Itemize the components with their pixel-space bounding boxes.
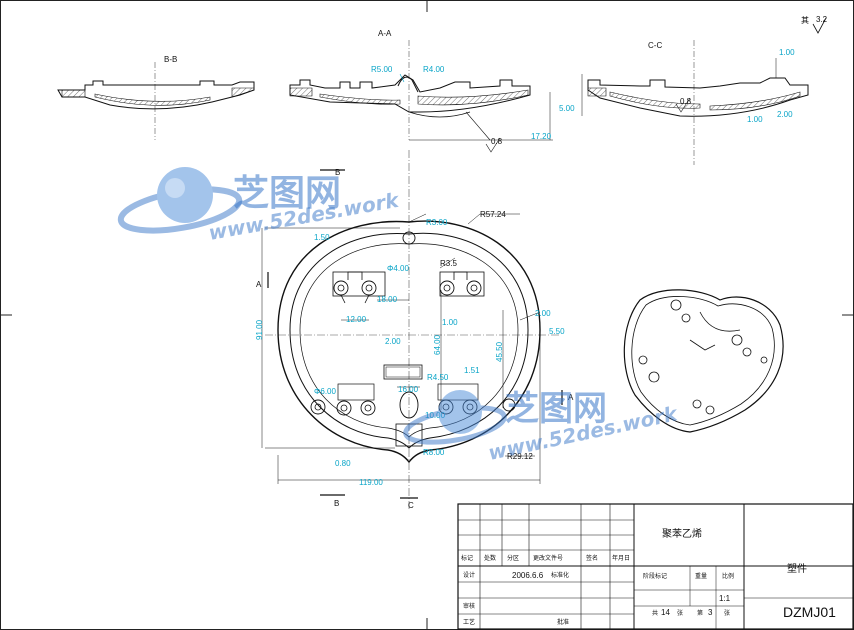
svg-text:A: A xyxy=(256,280,262,289)
svg-text:119.00: 119.00 xyxy=(359,478,383,487)
section-view-aa: A-A R5.00 R4.00 17.20 0.8 xyxy=(289,29,553,153)
svg-text:1.00: 1.00 xyxy=(442,318,458,327)
svg-text:2.00: 2.00 xyxy=(385,337,401,346)
svg-text:R3.5: R3.5 xyxy=(440,259,457,268)
svg-text:R57.24: R57.24 xyxy=(480,210,506,219)
svg-text:B: B xyxy=(334,499,339,508)
svg-text:R4.00: R4.00 xyxy=(423,65,445,74)
svg-text:R8.00: R8.00 xyxy=(423,448,445,457)
svg-text:2006.6.6: 2006.6.6 xyxy=(512,571,544,580)
svg-text:5.00: 5.00 xyxy=(559,104,575,113)
svg-text:共: 共 xyxy=(652,609,658,617)
svg-text:张: 张 xyxy=(677,609,683,617)
svg-text:0.8: 0.8 xyxy=(491,137,503,146)
svg-text:其: 其 xyxy=(801,16,809,25)
svg-text:芝图网: 芝图网 xyxy=(505,389,607,429)
svg-text:张: 张 xyxy=(724,609,730,617)
roughness-symbol-corner: 其 3.2 xyxy=(801,15,828,34)
svg-text:分区: 分区 xyxy=(507,554,519,562)
svg-text:标准化: 标准化 xyxy=(551,571,569,579)
svg-text:审核: 审核 xyxy=(463,602,475,610)
svg-text:年月日: 年月日 xyxy=(612,554,630,562)
svg-text:Φ6.00: Φ6.00 xyxy=(314,387,337,396)
svg-text:2.00: 2.00 xyxy=(535,309,551,318)
watermark: 芝图网 www.52des.work 芝图网 www.52des.work xyxy=(117,167,681,465)
watermark-globe-icon xyxy=(117,167,243,234)
svg-text:比例: 比例 xyxy=(722,572,734,580)
svg-text:5.50: 5.50 xyxy=(549,327,565,336)
svg-text:1.50: 1.50 xyxy=(314,233,330,242)
svg-text:更改文件号: 更改文件号 xyxy=(533,554,563,562)
isometric-view xyxy=(623,289,784,433)
svg-text:第: 第 xyxy=(697,609,703,617)
svg-text:B: B xyxy=(335,168,340,177)
svg-text:重量: 重量 xyxy=(695,572,707,580)
title-block: 标记 处数 分区 更改文件号 签名 年月日 设计 2006.6.6 标准化 审核… xyxy=(457,503,854,630)
section-view-bb: B-B xyxy=(57,55,255,140)
svg-text:DZMJ01: DZMJ01 xyxy=(783,604,836,620)
svg-text:1.51: 1.51 xyxy=(464,366,480,375)
svg-text:R3.00: R3.00 xyxy=(426,218,448,227)
svg-text:工艺: 工艺 xyxy=(463,618,475,626)
svg-text:聚苯乙烯: 聚苯乙烯 xyxy=(662,527,702,540)
svg-text:91.00: 91.00 xyxy=(255,319,264,340)
svg-text:64.00: 64.00 xyxy=(433,334,442,355)
svg-text:14: 14 xyxy=(661,608,670,617)
svg-text:塑件: 塑件 xyxy=(787,563,807,575)
svg-text:阶段标记: 阶段标记 xyxy=(643,572,667,580)
svg-text:设计: 设计 xyxy=(463,571,475,579)
svg-text:0.80: 0.80 xyxy=(335,459,351,468)
svg-text:B-B: B-B xyxy=(164,55,177,64)
svg-text:签名: 签名 xyxy=(586,554,598,562)
svg-text:C: C xyxy=(408,501,414,510)
svg-text:1.00: 1.00 xyxy=(747,115,763,124)
svg-text:3: 3 xyxy=(708,608,713,617)
svg-text:12.00: 12.00 xyxy=(346,315,367,324)
svg-text:R29.12: R29.12 xyxy=(507,452,533,461)
svg-text:1.00: 1.00 xyxy=(779,48,795,57)
svg-text:18.00: 18.00 xyxy=(377,295,398,304)
section-view-cc: C-C 1.00 5.00 1.00 2.00 0.8 xyxy=(559,40,809,165)
svg-text:45.50: 45.50 xyxy=(495,341,504,362)
svg-text:2.00: 2.00 xyxy=(777,110,793,119)
svg-text:R4.50: R4.50 xyxy=(427,373,449,382)
svg-text:A-A: A-A xyxy=(378,29,392,38)
svg-text:处数: 处数 xyxy=(484,554,496,562)
svg-text:3.2: 3.2 xyxy=(816,15,828,24)
svg-text:16.00: 16.00 xyxy=(398,385,419,394)
svg-text:芝图网: 芝图网 xyxy=(233,173,341,214)
svg-text:C-C: C-C xyxy=(648,41,662,50)
svg-text:1:1: 1:1 xyxy=(719,594,731,603)
watermark-globe-icon-2 xyxy=(403,390,507,445)
svg-text:0.8: 0.8 xyxy=(680,97,692,106)
svg-text:Φ4.00: Φ4.00 xyxy=(387,264,410,273)
svg-text:17.20: 17.20 xyxy=(531,132,552,141)
svg-text:标记: 标记 xyxy=(461,554,473,562)
svg-text:R5.00: R5.00 xyxy=(371,65,393,74)
svg-text:A: A xyxy=(568,393,574,402)
svg-text:批准: 批准 xyxy=(557,618,569,626)
